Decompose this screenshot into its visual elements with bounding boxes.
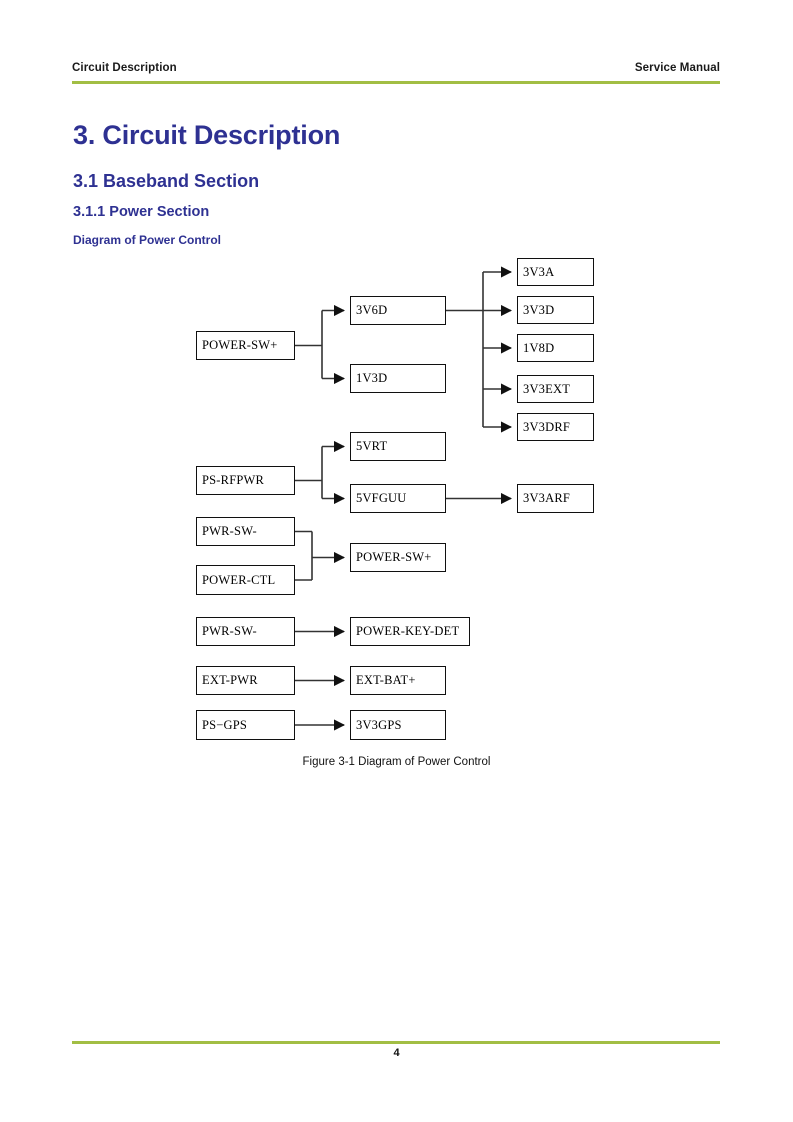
- node-pwr-sw-minus-1: PWR-SW-: [196, 517, 295, 546]
- subsection-title: 3.1 Baseband Section: [73, 171, 260, 191]
- node-3v3ext: 3V3EXT: [517, 375, 594, 403]
- node-ps-gps: PS−GPS: [196, 710, 295, 740]
- node-5vfguu: 5VFGUU: [350, 484, 446, 513]
- node-3v3gps: 3V3GPS: [350, 710, 446, 740]
- page-number: 4: [393, 1047, 400, 1059]
- node-pwr-sw-minus-2: PWR-SW-: [196, 617, 295, 646]
- node-5vrt: 5VRT: [350, 432, 446, 461]
- node-ext-pwr: EXT-PWR: [196, 666, 295, 695]
- node-power-key-det: POWER-KEY-DET: [350, 617, 470, 646]
- node-3v3d: 3V3D: [517, 296, 594, 324]
- footer-rule: [72, 1041, 720, 1044]
- figure-caption: Figure 3-1 Diagram of Power Control: [302, 756, 491, 768]
- node-1v3d: 1V3D: [350, 364, 446, 393]
- node-power-sw-plus-src: POWER-SW+: [196, 331, 295, 360]
- node-ext-bat-plus: EXT-BAT+: [350, 666, 446, 695]
- header-left-text: Circuit Description: [72, 62, 177, 74]
- figure-heading: Diagram of Power Control: [73, 233, 222, 247]
- node-power-sw-plus-dst: POWER-SW+: [350, 543, 446, 572]
- node-3v3drf: 3V3DRF: [517, 413, 594, 441]
- header-right-text: Service Manual: [634, 62, 720, 74]
- node-ps-rfpwr: PS-RFPWR: [196, 466, 295, 495]
- header-rule: [72, 81, 720, 84]
- node-3v3a: 3V3A: [517, 258, 594, 286]
- node-3v6d: 3V6D: [350, 296, 446, 325]
- node-power-ctl: POWER-CTL: [196, 565, 295, 595]
- page-header: Circuit Description Service Manual: [72, 62, 720, 84]
- node-1v8d: 1V8D: [517, 334, 594, 362]
- node-3v3arf: 3V3ARF: [517, 484, 594, 513]
- subsubsection-title: 3.1.1 Power Section: [73, 204, 210, 220]
- section-title: 3. Circuit Description: [73, 120, 341, 150]
